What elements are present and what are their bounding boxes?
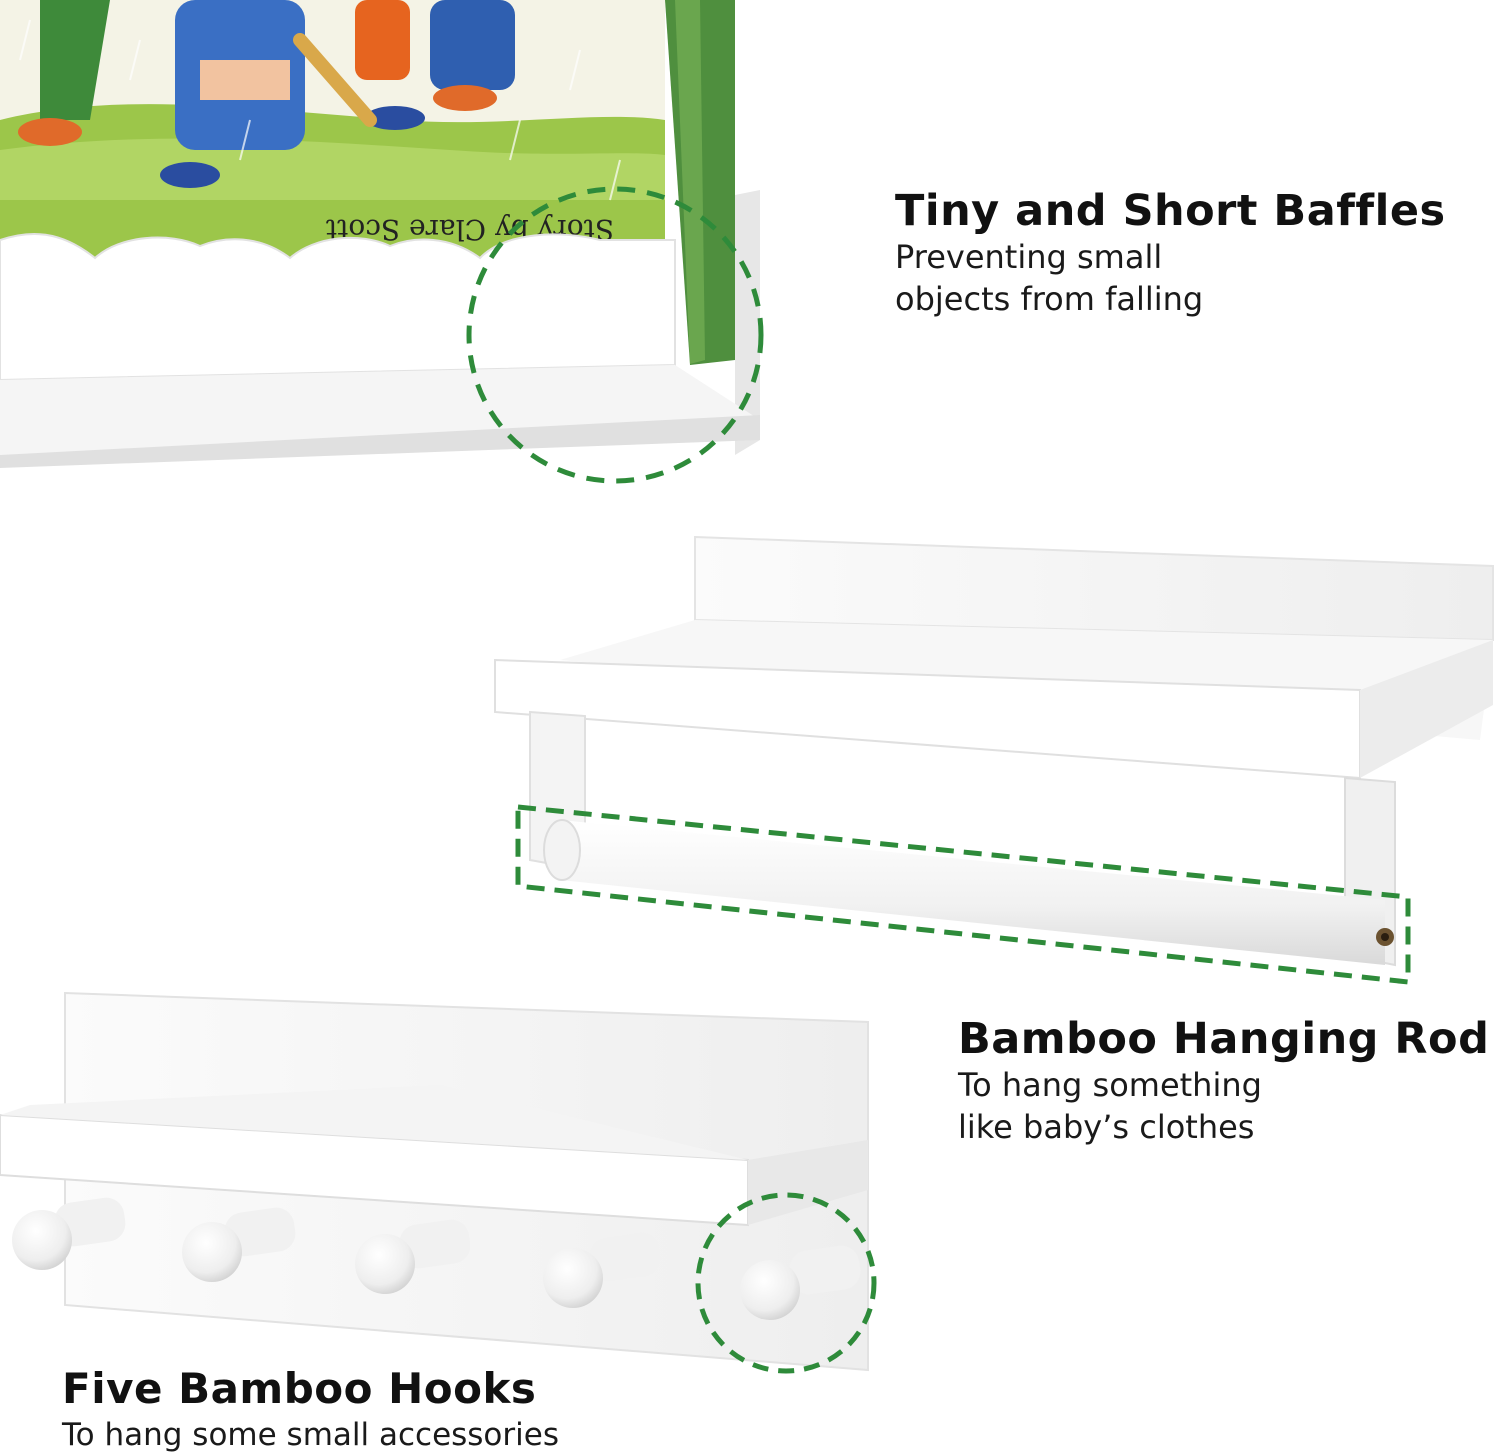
feature-hooks: Five Bamboo Hooks To hang some small acc… [62,1364,559,1456]
hooks [12,1197,861,1320]
feature-title: Bamboo Hanging Rod [958,1014,1490,1064]
hook-1 [12,1197,126,1270]
feature-title: Five Bamboo Hooks [62,1364,537,1413]
hook-highlight-circle [695,1192,877,1374]
hook-5 [740,1245,861,1320]
rod-highlight-box [515,804,1411,985]
feature-description-line: To hang something [958,1066,1262,1104]
feature-baffles: Tiny and Short Baffles Preventing small … [895,186,1446,320]
feature-description-line: objects from falling [895,280,1204,318]
feature-title: Tiny and Short Baffles [895,186,1446,236]
book-shelf: Story by Clare Scott [0,0,764,484]
feature-description-line: To hang some small accessories [62,1417,559,1453]
feature-hanging-rod: Bamboo Hanging Rod To hang something lik… [958,1014,1489,1148]
baffle-highlight-circle [466,186,764,484]
feature-description-line: Preventing small [895,238,1163,276]
feature-description-line: like baby’s clothes [958,1108,1255,1146]
book-cover: Story by Clare Scott [0,0,665,270]
scalloped-baffle [0,232,676,382]
hook-4 [543,1232,661,1308]
hook-2 [182,1207,296,1282]
hook-3 [355,1219,471,1294]
hook-shelf [0,991,877,1374]
rod-shelf [494,535,1494,985]
